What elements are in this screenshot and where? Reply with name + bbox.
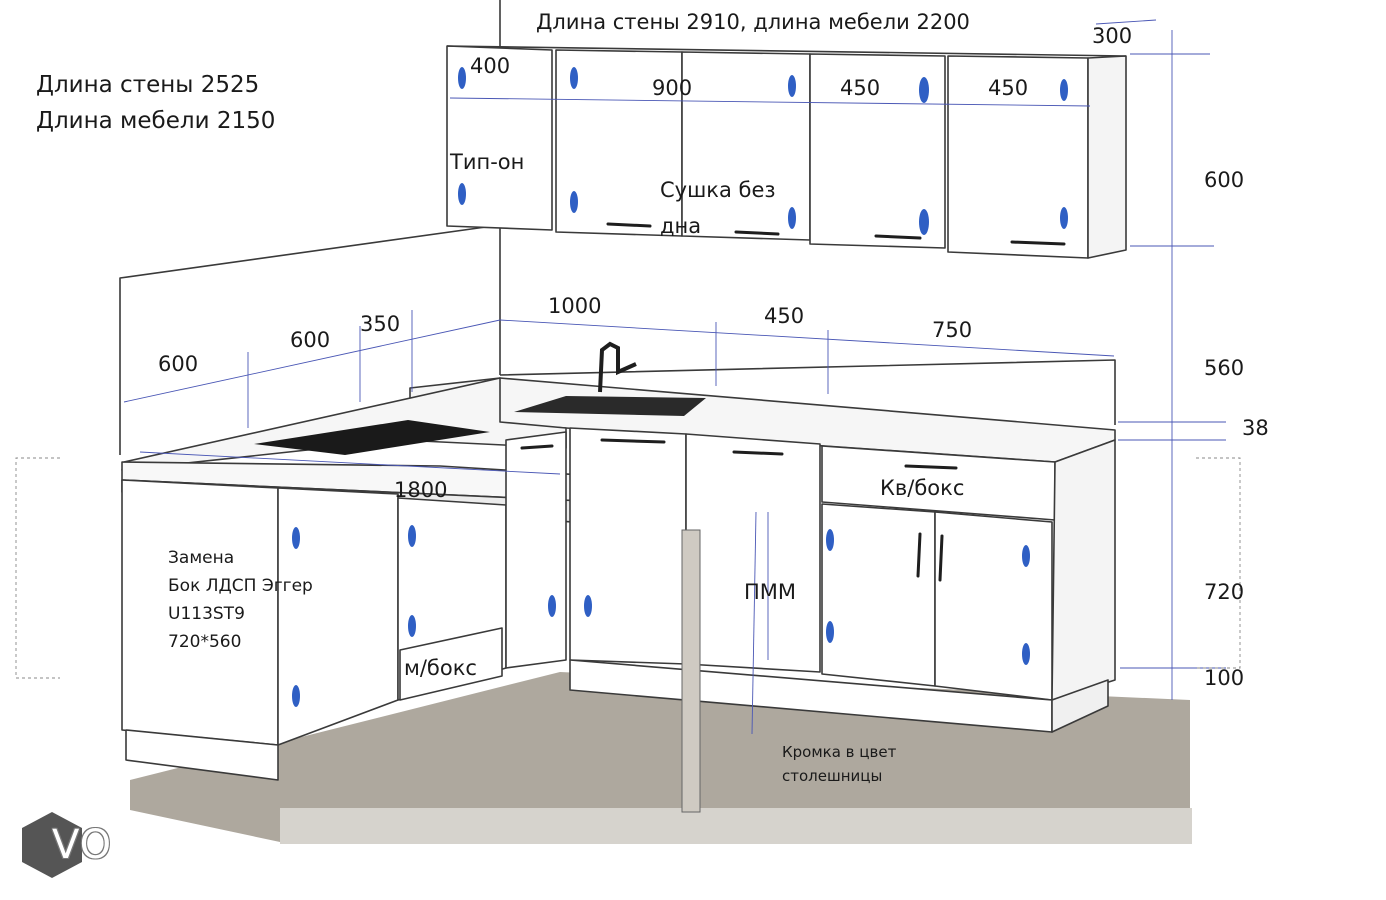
corner-door bbox=[505, 431, 567, 669]
handle bbox=[1060, 79, 1068, 101]
wall-left-length: Длина стены 2525 bbox=[36, 72, 260, 98]
plinth-height-100: 100 bbox=[1204, 666, 1245, 690]
base-side-right bbox=[1051, 439, 1116, 701]
bar-handle bbox=[600, 438, 666, 444]
base-door-left bbox=[821, 503, 936, 687]
replacement-note-4: 720*560 bbox=[168, 632, 242, 652]
dishwasher-front bbox=[685, 433, 821, 673]
bar-handle bbox=[734, 230, 780, 236]
bar-handle bbox=[732, 450, 784, 456]
sink bbox=[514, 396, 706, 416]
m-box-drawer bbox=[399, 627, 503, 701]
base-cabinet-1 bbox=[569, 427, 687, 665]
handle bbox=[570, 191, 578, 213]
upper-cabinet-side bbox=[1087, 55, 1127, 259]
wall-right-info: Длина стены 2910, длина мебели 2200 bbox=[536, 10, 970, 34]
edge-note-1: Кромка в цвет bbox=[782, 743, 897, 761]
tip-on-label: Тип-он bbox=[450, 150, 525, 174]
handle bbox=[570, 67, 578, 89]
handle bbox=[826, 621, 834, 643]
handle bbox=[458, 67, 466, 89]
handle bbox=[1060, 207, 1068, 229]
handle bbox=[1022, 545, 1030, 567]
bar-handle bbox=[938, 534, 944, 582]
upper-depth-300: 300 bbox=[1092, 24, 1133, 48]
bar-handle bbox=[606, 222, 652, 228]
bar-handle bbox=[874, 234, 922, 240]
handle bbox=[788, 75, 796, 97]
backsplash-height-560: 560 bbox=[1204, 356, 1245, 380]
base-plinth-right-side bbox=[1051, 679, 1109, 733]
upper-cabinet-400 bbox=[446, 45, 553, 231]
handle bbox=[292, 527, 300, 549]
backsplash-left-600a: 600 bbox=[158, 352, 199, 376]
handle bbox=[1022, 643, 1030, 665]
faucet bbox=[598, 341, 637, 393]
handle bbox=[919, 209, 929, 235]
logo-hexagon bbox=[22, 812, 82, 878]
handle bbox=[548, 595, 556, 617]
edge-note-2: столешницы bbox=[782, 767, 883, 785]
upper-height-600: 600 bbox=[1204, 168, 1245, 192]
handle bbox=[788, 207, 796, 229]
kv-box-label: Кв/бокс bbox=[880, 476, 965, 500]
upper-width-450a: 450 bbox=[840, 76, 881, 100]
back-wall-outline bbox=[119, 224, 501, 455]
handle bbox=[919, 77, 929, 103]
handle bbox=[458, 183, 466, 205]
base-height-720: 720 bbox=[1204, 580, 1245, 604]
upper-width-400: 400 bbox=[470, 54, 511, 78]
countertop-left bbox=[121, 377, 567, 471]
backsplash-right-1000: 1000 bbox=[548, 294, 602, 318]
left-base-plinth bbox=[125, 729, 279, 781]
countertop-thickness-38: 38 bbox=[1242, 416, 1269, 440]
furniture-left-length: Длина мебели 2150 bbox=[36, 108, 276, 134]
dishwasher-label: ПММ bbox=[744, 580, 797, 604]
backsplash-left-600b: 600 bbox=[290, 328, 331, 352]
m-box-label: м/бокс bbox=[404, 656, 477, 680]
logo-text: VO bbox=[52, 822, 113, 868]
handle bbox=[826, 529, 834, 551]
upper-width-450b: 450 bbox=[988, 76, 1029, 100]
bar-handle bbox=[1010, 240, 1066, 246]
handle bbox=[408, 525, 416, 547]
handle bbox=[584, 595, 592, 617]
bar-leg bbox=[681, 529, 701, 813]
backsplash-left-350: 350 bbox=[360, 312, 401, 336]
backsplash-right-750: 750 bbox=[932, 318, 973, 342]
bar-length-1800: 1800 bbox=[394, 478, 448, 502]
replacement-note-1: Замена bbox=[168, 548, 235, 568]
handle bbox=[408, 615, 416, 637]
bar-handle bbox=[916, 532, 922, 578]
dryer-label-2: дна bbox=[660, 214, 702, 238]
handle bbox=[292, 685, 300, 707]
floor-strip bbox=[280, 808, 1192, 844]
backsplash-right-450: 450 bbox=[764, 304, 805, 328]
replacement-note-2: Бок ЛДСП Эггер bbox=[168, 576, 313, 596]
replacement-note-3: U113ST9 bbox=[168, 604, 245, 624]
right-wall-outline bbox=[499, 359, 1116, 425]
bar-handle bbox=[904, 464, 958, 470]
upper-width-900: 900 bbox=[652, 76, 693, 100]
base-door-right bbox=[934, 511, 1053, 701]
hob bbox=[254, 420, 490, 455]
bar-handle bbox=[520, 444, 554, 450]
dryer-label-1: Сушка без bbox=[660, 178, 776, 202]
